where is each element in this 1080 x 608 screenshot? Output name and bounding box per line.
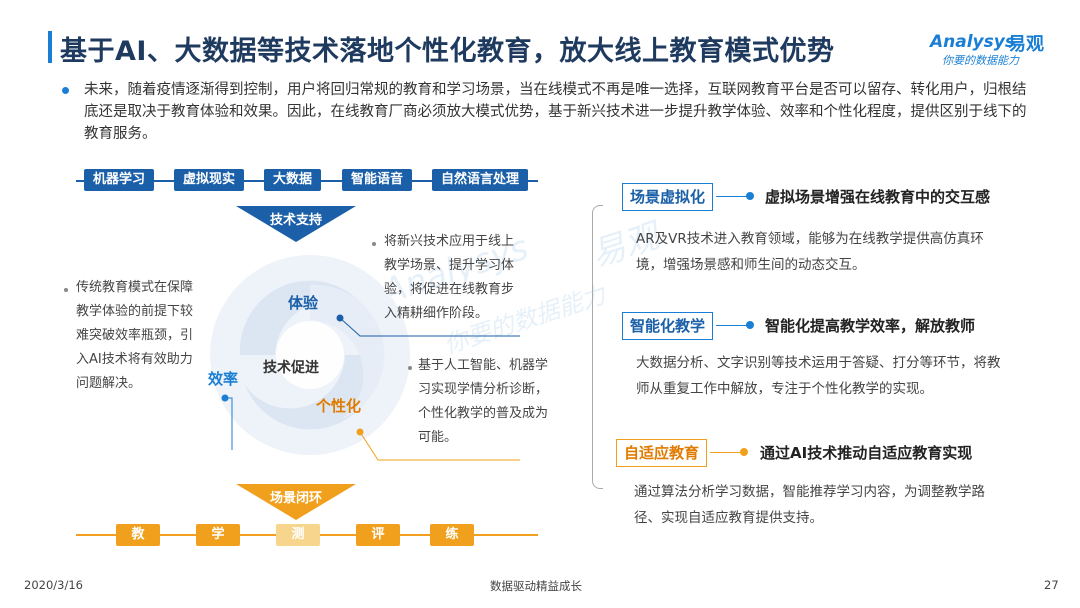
cycle-center-label: 技术促进 [263,360,319,376]
step-teach: 教 [116,524,160,546]
cycle-label-efficiency: 效率 [208,370,239,388]
step-test: 测 [276,524,320,546]
direction-desc-virtual-scene: AR及VR技术进入教育领域，能够为在线教学提供高仿真环境，增强场景感和师生间的动… [636,231,984,273]
direction-heading-adaptive: 通过AI技术推动自适应教育实现 [760,444,973,462]
intro-paragraph: 未来，随着疫情逐渐得到控制，用户将回归常规的教育和学习场景，当在线模式不再是唯一… [84,82,1027,142]
note-left-bullet [64,288,68,292]
cycle-label-experience: 体验 [288,294,319,312]
tech-virtual-reality: 虚拟现实 [174,169,245,191]
page-title: 基于AI、大数据等技术落地个性化教育，放大线上教育模式优势 [60,36,835,67]
direction-3-connector [710,452,740,453]
note-bottom-right: 基于人工智能、机器学习实现学情分析诊断，个性化教学的普及成为可能。 [418,358,549,445]
direction-tag-adaptive: 自适应教育 [616,439,708,467]
direction-2-connector [716,325,748,326]
direction-heading-virtual-scene: 虚拟场景增强在线教育中的交互感 [765,188,991,206]
note-top-right-bullet [372,242,376,246]
footer-page-number: 27 [1044,578,1059,592]
direction-3-dot [740,448,748,456]
logo-tagline: 你要的数据能力 [942,54,1019,67]
direction-desc-smart-teaching: 大数据分析、文字识别等技术运用于答疑、打分等环节，将教师从重复工作中解放，专注于… [636,355,1001,397]
directions-bracket [592,205,603,489]
logo-text-cn: 易观 [1008,34,1044,55]
direction-tag-virtual-scene: 场景虚拟化 [622,183,714,211]
tech-machine-learning: 机器学习 [84,169,155,191]
note-top-right: 将新兴技术应用于线上教学场景、提升学习体验，将促进在线教育步入精耕细作阶段。 [384,234,515,321]
tech-big-data: 大数据 [264,169,322,191]
step-evaluate: 评 [356,524,400,546]
footer-slogan: 数据驱动精益成长 [490,579,582,593]
note-bottom-right-bullet [408,366,412,370]
direction-desc-adaptive: 通过算法分析学习数据，智能推荐学习内容，为调整教学路径、实现自适应教育提供支持。 [634,484,985,526]
note-left: 传统教育模式在保障教学体验的前提下较难突破效率瓶颈，引入AI技术将有效助力问题解… [76,280,194,391]
scene-loop-arrow: 场景闭环 [236,484,356,520]
direction-1-dot [746,192,754,200]
step-practice: 练 [430,524,474,546]
scene-loop-label: 场景闭环 [269,491,322,506]
note-connectors [221,314,520,461]
direction-tag-smart-teaching: 智能化教学 [622,312,714,340]
tech-nlp: 自然语言处理 [432,169,529,191]
intro-bullet [62,87,69,94]
direction-2-dot [746,321,754,329]
cycle-label-personalization: 个性化 [316,397,362,415]
tech-smart-voice: 智能语音 [342,169,413,191]
arrow-down-icon [236,484,356,520]
step-learn: 学 [196,524,240,546]
arrow-down-icon [236,206,356,242]
title-accent-bar [48,31,52,63]
direction-heading-smart-teaching: 智能化提高教学效率，解放教师 [765,317,976,335]
analysys-logo: Analysys 易观 你要的数据能力 [930,30,1060,70]
direction-1-connector [716,196,748,197]
tech-support-arrow: 技术支持 [236,206,356,242]
footer-date: 2020/3/16 [24,578,83,592]
tech-support-label: 技术支持 [269,213,322,228]
logo-text-en: Analysys [930,32,1015,52]
cycle-swirl-graphic [210,255,410,455]
